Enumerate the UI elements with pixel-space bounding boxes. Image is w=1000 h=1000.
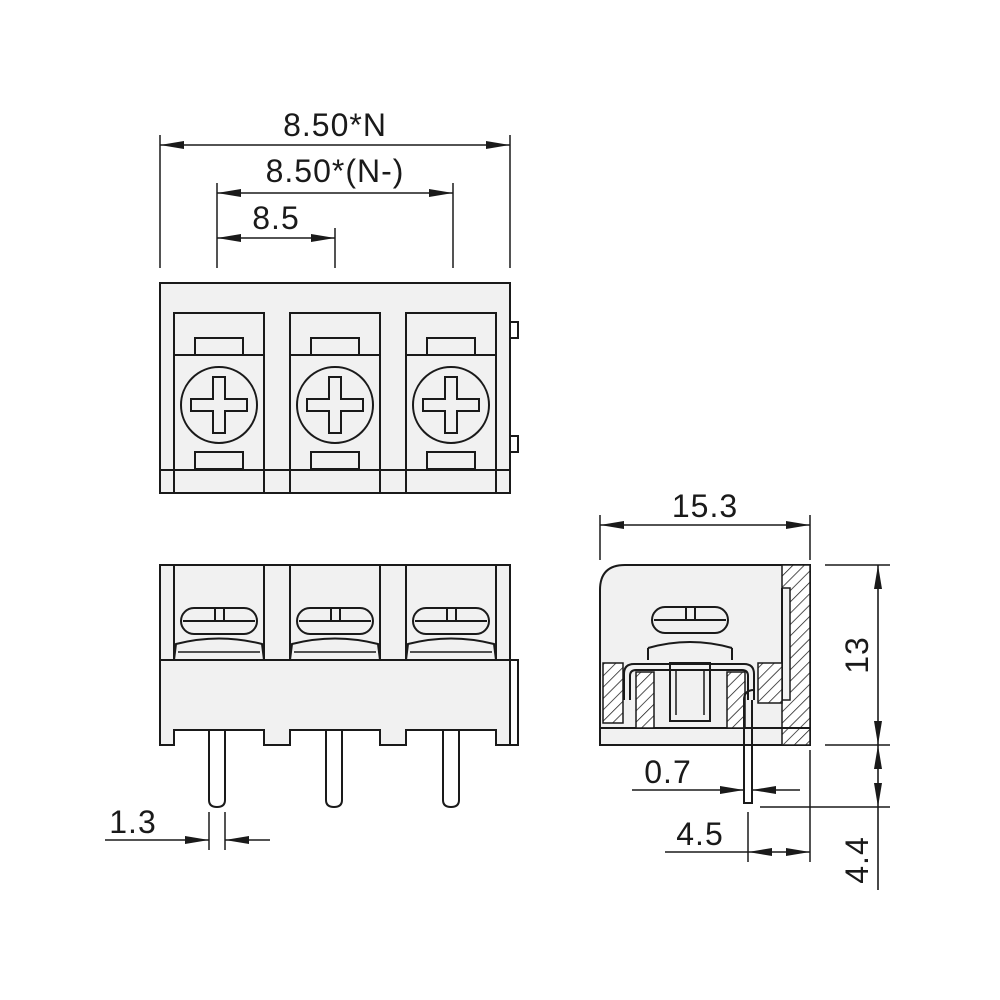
- top-view: [159, 282, 519, 494]
- pin-3: [442, 730, 460, 809]
- side-dimensions: 15.3 13 4.4 0.7 4.5: [599, 488, 890, 890]
- phillips-cross-icon: [190, 376, 248, 434]
- overall-width-label: 8.50*N: [283, 107, 387, 143]
- front-view: [159, 564, 519, 809]
- pin-2: [325, 730, 343, 809]
- side-pin: [743, 700, 753, 804]
- pin-width-label: 1.3: [109, 804, 156, 840]
- pitch-span-label: 8.50*(N-): [266, 153, 405, 189]
- pin-thickness-label: 0.7: [644, 754, 691, 790]
- side-view: [599, 564, 811, 804]
- phillips-cross-icon: [422, 376, 480, 434]
- top-dimensions: 8.50*N 8.50*(N-) 8.5: [159, 107, 511, 268]
- side-width-label: 15.3: [672, 488, 738, 524]
- height-label: 13: [839, 636, 875, 674]
- pin-length-label: 4.4: [839, 836, 875, 883]
- top-view-slot-3: [405, 312, 497, 494]
- screw-side-icon: [412, 607, 490, 635]
- front-slot-2: [289, 607, 381, 661]
- screw-head-icon: [296, 366, 374, 444]
- top-view-slot-2: [289, 312, 381, 494]
- front-slot-3: [405, 607, 497, 661]
- pin-width-dimension: 1.3: [105, 804, 270, 850]
- front-view-housing: [159, 564, 511, 746]
- top-view-slot-1: [173, 312, 265, 494]
- pin-1: [208, 730, 226, 809]
- screw-side-icon: [180, 607, 258, 635]
- screw-side-icon: [651, 606, 729, 634]
- screw-head-icon: [180, 366, 258, 444]
- screw-head-icon: [412, 366, 490, 444]
- pitch-label: 8.5: [252, 200, 299, 236]
- pin-offset-label: 4.5: [676, 816, 723, 852]
- screw-side-icon: [296, 607, 374, 635]
- front-slot-1: [173, 607, 265, 661]
- side-view-housing: [599, 564, 811, 746]
- phillips-cross-icon: [306, 376, 364, 434]
